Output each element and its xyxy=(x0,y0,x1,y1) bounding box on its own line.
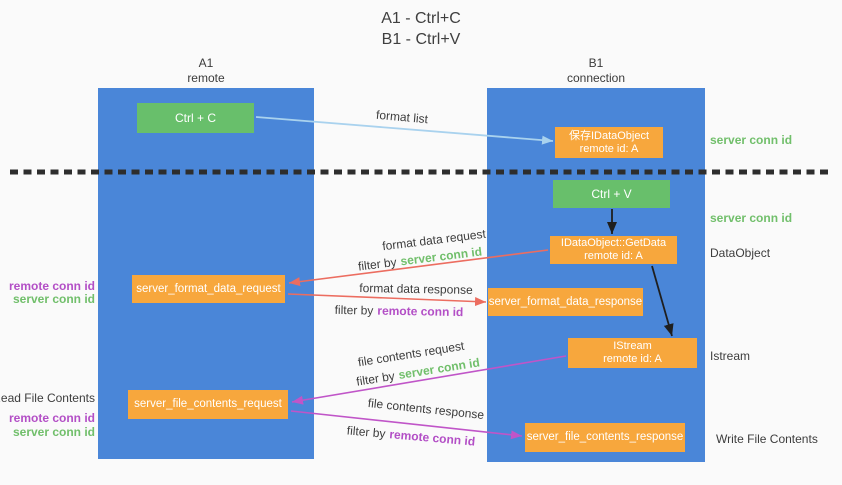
side-label-server-conn-id-mid: server conn id xyxy=(710,211,793,225)
node-server-file-contents-response: server_file_contents_response xyxy=(525,423,685,452)
side-label-remote-conn-id-1: remote conn id xyxy=(8,279,95,293)
node-ctrl-c: Ctrl + C xyxy=(137,103,254,133)
diagram-title: A1 - Ctrl+C B1 - Ctrl+V xyxy=(0,8,842,50)
node-istream-line2: remote id: A xyxy=(603,353,662,365)
lane-a1-role: remote xyxy=(187,71,225,85)
node-getdata-line1: IDataObject::GetData xyxy=(560,237,667,249)
node-file-response-label: server_file_contents_response xyxy=(526,431,684,443)
edge-label-format-list: format list xyxy=(375,107,429,127)
filter-by-text: filter by xyxy=(357,254,398,274)
node-getdata-line2: remote id: A xyxy=(584,250,643,262)
remote-conn-id-text: remote conn id xyxy=(388,427,476,449)
edge-label-format-data-response: format data response xyxy=(359,281,473,297)
node-idataobject-getdata: IDataObject::GetData remote id: A xyxy=(550,236,677,264)
filter-by-text: filter by xyxy=(355,368,396,389)
title-line-2: B1 - Ctrl+V xyxy=(381,31,461,48)
node-server-format-data-request: server_format_data_request xyxy=(132,275,285,303)
node-save-dataobject-line1: 保存IDataObject xyxy=(568,129,650,142)
node-server-format-data-response: server_format_data_response xyxy=(488,288,643,316)
filter-by-text: filter by xyxy=(346,423,387,441)
side-label-server-conn-id-1: server conn id xyxy=(12,292,95,306)
side-label-server-conn-id-top: server conn id xyxy=(710,133,793,147)
node-ctrl-v-label: Ctrl + V xyxy=(591,187,632,201)
lane-b1-name: B1 xyxy=(588,56,604,70)
side-label-remote-conn-id-2: remote conn id xyxy=(8,411,95,425)
side-label-write-file-contents: Write File Contents xyxy=(716,432,818,446)
node-format-request-label: server_format_data_request xyxy=(136,282,281,295)
node-istream-line1: IStream xyxy=(613,340,652,352)
node-save-dataobject: 保存IDataObject remote id: A xyxy=(555,127,663,158)
lane-header-b1: B1 connection xyxy=(487,56,705,86)
side-label-istream: Istream xyxy=(710,349,751,363)
title-line-1: A1 - Ctrl+C xyxy=(381,10,461,27)
node-ctrl-v: Ctrl + V xyxy=(553,180,670,208)
node-format-response-label: server_format_data_response xyxy=(488,295,643,308)
remote-conn-id-text: remote conn id xyxy=(377,303,464,320)
side-label-read-file-contents: Read File Contents xyxy=(0,391,95,405)
lane-header-a1: A1 remote xyxy=(98,56,314,86)
node-istream: IStream remote id: A xyxy=(568,338,697,368)
edge-label-file-contents-response: file contents response xyxy=(367,395,485,423)
side-label-server-conn-id-2: server conn id xyxy=(12,425,95,439)
lane-b1-role: connection xyxy=(566,71,626,85)
node-file-request-label: server_file_contents_request xyxy=(134,398,282,410)
node-ctrl-c-label: Ctrl + C xyxy=(174,111,216,125)
node-save-dataobject-line2: remote id: A xyxy=(579,142,639,155)
side-label-dataobject: DataObject xyxy=(710,246,771,260)
lane-a1-name: A1 xyxy=(198,56,214,70)
filter-by-text: filter by xyxy=(334,302,374,318)
node-server-file-contents-request: server_file_contents_request xyxy=(128,390,288,419)
